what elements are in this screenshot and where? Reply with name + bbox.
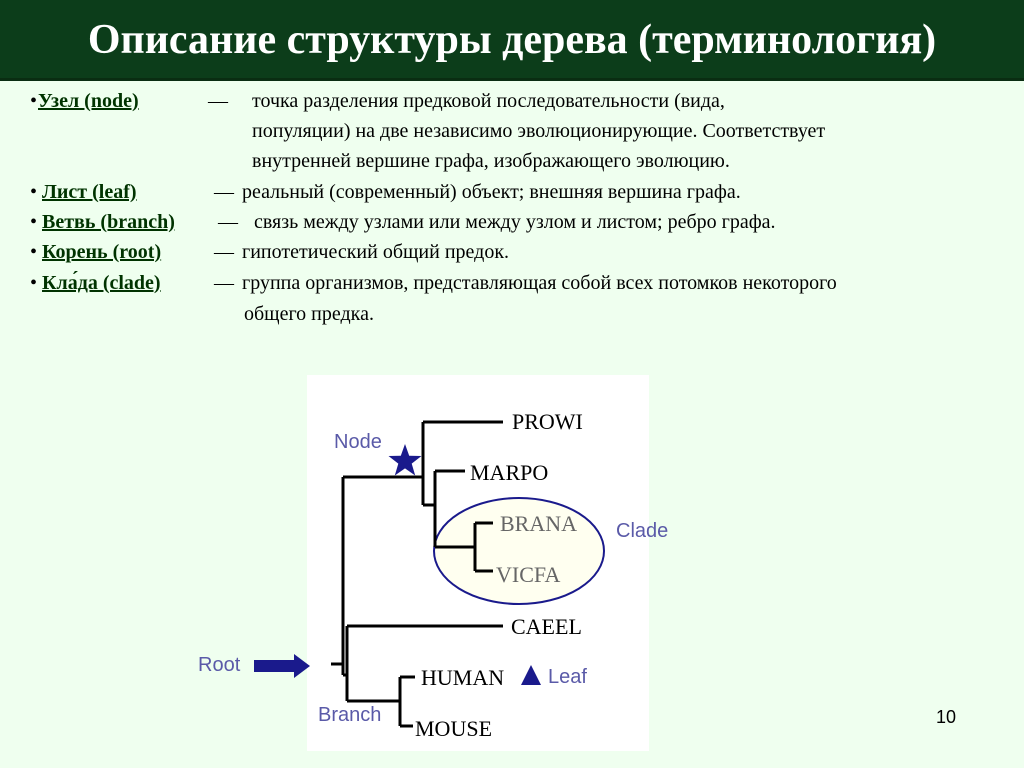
term-leaf-definition: реальный (современный) объект; внешняя в… xyxy=(242,181,741,203)
label-branch: Branch xyxy=(318,704,382,726)
leaf-prowi: PROWI xyxy=(512,409,583,434)
star-icon xyxy=(388,444,422,476)
label-root: Root xyxy=(198,654,241,676)
bullet: • xyxy=(30,181,38,203)
page-number: 10 xyxy=(936,707,957,727)
term-leaf-label: Лист (leaf) xyxy=(42,181,137,203)
slide-title: Описание структуры дерева (терминология) xyxy=(87,17,937,63)
tree-leaf-labels: PROWI MARPO BRANA VICFA CAEEL HUMAN MOUS… xyxy=(415,409,583,741)
bullet: • xyxy=(30,90,38,112)
label-leaf: Leaf xyxy=(548,666,587,688)
leaf-marpo: MARPO xyxy=(470,460,548,485)
term-branch-label: Ветвь (branch) xyxy=(42,211,175,233)
term-clade-definition-cont-1: общего предка. xyxy=(244,303,374,325)
slide-header: Описание структуры дерева (терминология) xyxy=(0,0,1024,81)
term-clade-label: Кла́да (clade) xyxy=(42,272,161,294)
bullet: • xyxy=(30,272,38,294)
phylogenetic-tree: PROWI MARPO BRANA VICFA CAEEL HUMAN MOUS… xyxy=(331,409,605,741)
arrow-right-icon xyxy=(254,654,310,678)
dash: — xyxy=(208,90,228,112)
label-node: Node xyxy=(334,431,382,453)
triangle-icon xyxy=(521,665,541,685)
bullet: • xyxy=(30,241,38,263)
leaf-mouse: MOUSE xyxy=(415,716,492,741)
leaf-human: HUMAN xyxy=(421,665,504,690)
leaf-brana: BRANA xyxy=(500,511,577,536)
label-clade: Clade xyxy=(616,520,669,542)
leaf-caeel: CAEEL xyxy=(511,614,582,639)
dash: — xyxy=(214,181,234,203)
term-node-label: Узел (node) xyxy=(38,90,139,112)
bullet: • xyxy=(30,211,38,233)
dash: — xyxy=(214,241,234,263)
leaf-vicfa: VICFA xyxy=(496,562,560,587)
term-clade-definition: группа организмов, представляющая собой … xyxy=(242,272,837,294)
dash: — xyxy=(218,211,238,233)
term-root-definition: гипотетический общий предок. xyxy=(242,241,510,263)
dash: — xyxy=(214,272,234,294)
term-node-definition: точка разделения предковой последователь… xyxy=(252,90,725,112)
term-root-label: Корень (root) xyxy=(42,241,162,263)
tree-branches xyxy=(331,420,503,728)
phylogenetic-tree-panel: PROWI MARPO BRANA VICFA CAEEL HUMAN MOUS… xyxy=(307,375,649,751)
term-node-definition-cont-1: популяции) на две независимо эволюционир… xyxy=(252,120,826,142)
term-branch-definition: связь между узлами или между узлом и лис… xyxy=(254,211,776,233)
term-node-definition-cont-2: внутренней вершине графа, изображающего … xyxy=(252,150,730,172)
